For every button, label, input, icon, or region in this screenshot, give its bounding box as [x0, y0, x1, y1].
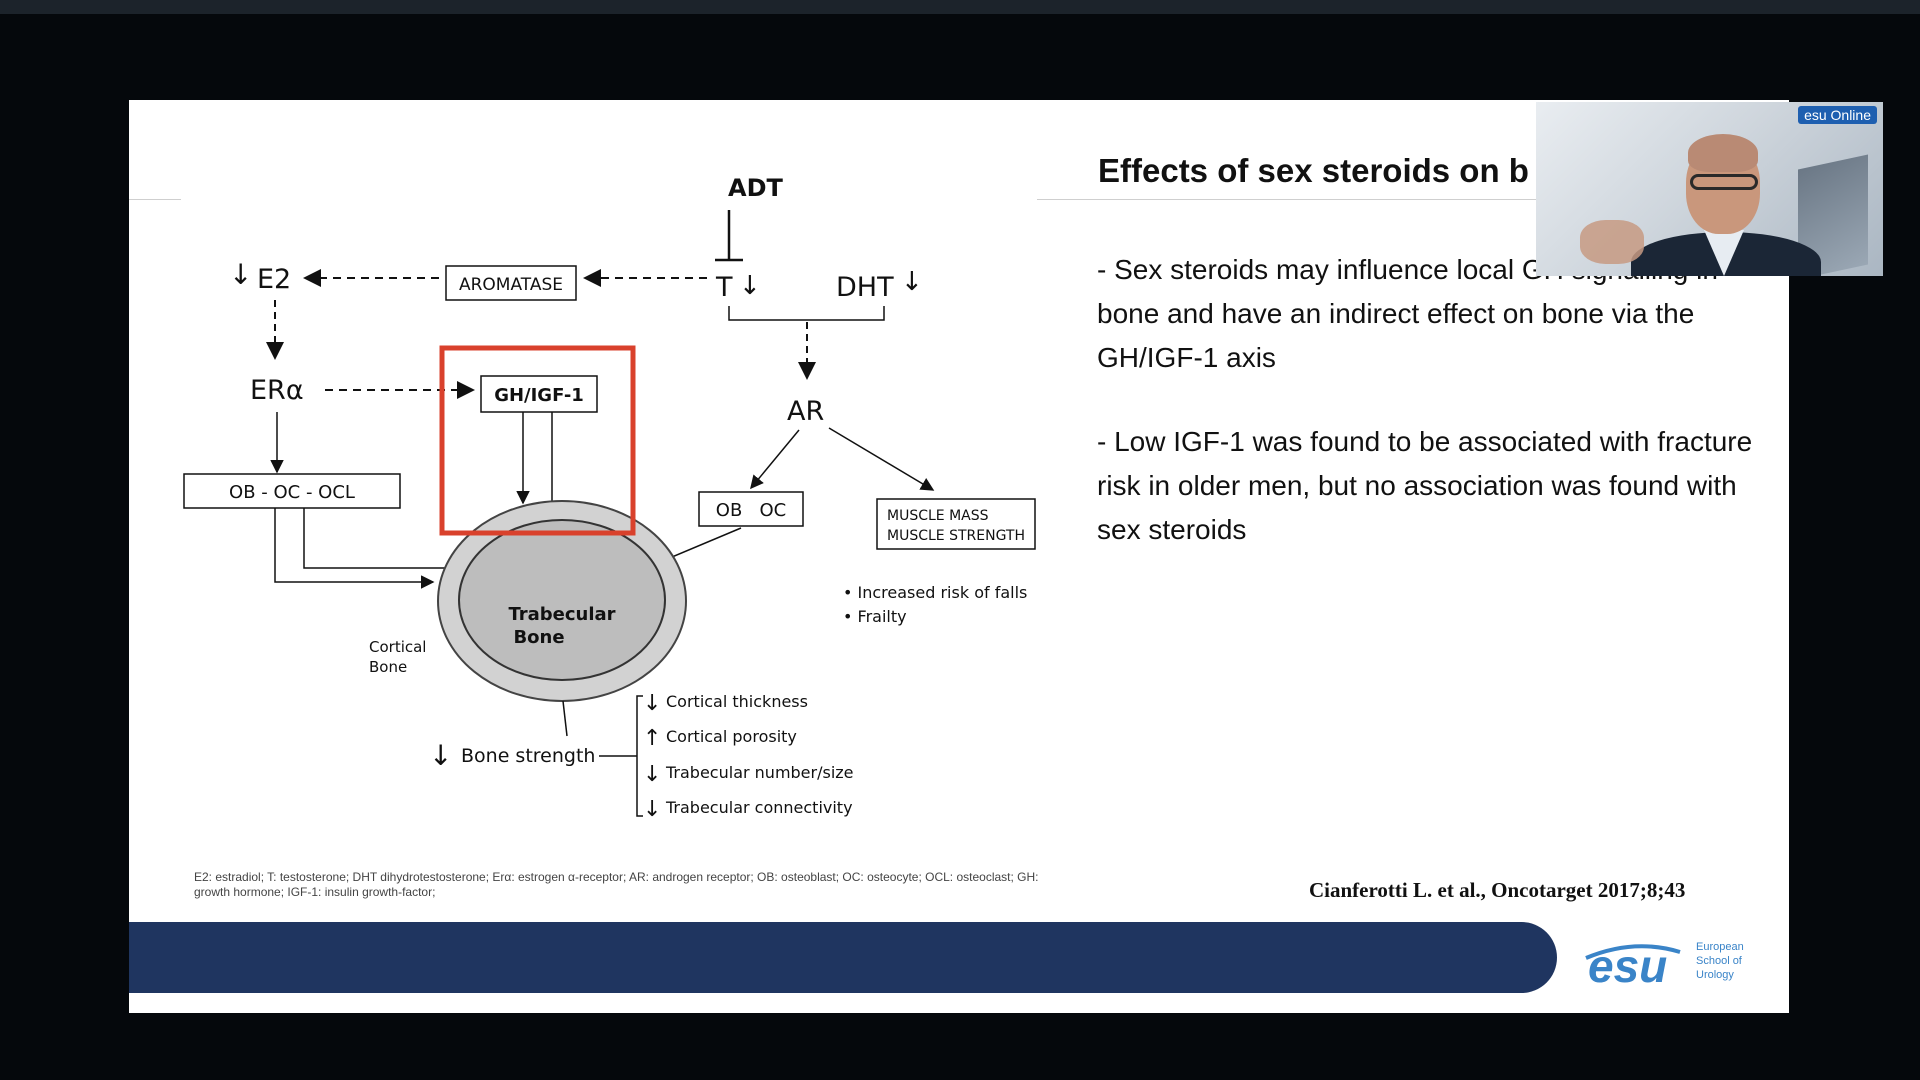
cortical-thickness-text: Cortical thickness	[666, 692, 808, 711]
trabecular-connectivity-arrow: ↓	[643, 797, 661, 822]
ar-to-ob-oc-arrow	[750, 429, 800, 490]
trabecular-connectivity-text: Trabecular connectivity	[665, 798, 853, 817]
trabecular-bone-ellipse	[458, 519, 666, 681]
steroid-bone-diagram: ADT ↓ E2 AROMATASE T ↓ DHT ↓ ERα GH/IGF-…	[183, 174, 1036, 822]
aromatase-box	[445, 265, 577, 301]
dht-down-arrow: ↓	[901, 267, 923, 297]
adt-label: ADT	[728, 174, 783, 202]
ar-label: AR	[787, 396, 824, 427]
esu-logo-text: esu	[1588, 940, 1667, 988]
ob-oc-box	[698, 491, 804, 527]
aromatase-label: AROMATASE	[459, 275, 563, 295]
ob-oc-ocl-label: OB - OC - OCL	[229, 482, 355, 503]
dht-label: DHT	[836, 272, 894, 303]
ob-oc-ocl-box	[183, 473, 401, 509]
cortical-porosity-text: Cortical porosity	[666, 727, 797, 746]
header-rule-right	[1037, 199, 1757, 200]
muscle-strength-label: MUSCLE STRENGTH	[887, 528, 1025, 544]
presentation-slide: ADT ↓ E2 AROMATASE T ↓ DHT ↓ ERα GH/IGF-…	[129, 100, 1789, 1013]
cortical-thickness-arrow: ↓	[643, 691, 661, 716]
esu-logo-swoosh	[1585, 944, 1681, 960]
esu-logo: esu European School of Urology	[1585, 940, 1744, 988]
esu-logo-sub: Urology	[1696, 969, 1734, 981]
cortical-porosity-arrow: ↑	[643, 726, 661, 751]
bullet-point: - Low IGF-1 was found to be associated w…	[1097, 426, 1753, 545]
gh-igf-box	[480, 375, 598, 413]
bone-strength-label: Bone strength	[461, 745, 595, 767]
gh-igf-highlight-box	[439, 345, 636, 536]
oc-to-bone-arrow	[303, 508, 511, 575]
bone-strength-down-arrow: ↓	[429, 739, 452, 772]
trabecular-label: Trabecular	[508, 604, 615, 625]
era-label: ERα	[250, 375, 304, 406]
esu-online-badge: esu Online	[1798, 106, 1877, 124]
trabecular-bone-label: Bone	[513, 627, 564, 648]
muscle-box	[876, 498, 1036, 550]
footer-bar	[129, 922, 1557, 993]
e2-label: E2	[257, 264, 291, 295]
header-rule-left	[129, 199, 181, 200]
ar-to-muscle-arrow	[828, 427, 935, 491]
speaker-hand	[1580, 220, 1644, 264]
muscle-mass-label: MUSCLE MASS	[887, 508, 989, 524]
bone-to-strength-line	[562, 700, 568, 737]
effects-bracket	[636, 695, 643, 817]
e2-down-arrow: ↓	[229, 258, 252, 291]
t-dht-bracket	[728, 306, 885, 321]
top-bar	[0, 0, 1920, 14]
speaker-glasses	[1690, 174, 1758, 190]
t-label: T	[715, 272, 733, 303]
cortical-label: Cortical	[369, 638, 426, 656]
abbreviations-footnote: E2: estradiol; T: testosterone; DHT dihy…	[194, 870, 1039, 899]
citation: Cianferotti L. et al., Oncotarget 2017;8…	[1309, 878, 1686, 902]
cortical-bone-label: Bone	[369, 658, 407, 676]
gh-igf-label: GH/IGF-1	[494, 385, 584, 406]
t-down-arrow: ↓	[739, 271, 761, 301]
ob-to-bone-arrow	[274, 508, 435, 589]
trabecular-number-arrow: ↓	[643, 762, 661, 787]
slide-title: Effects of sex steroids on b	[1098, 152, 1529, 189]
risk-falls-text: • Increased risk of falls	[843, 583, 1027, 602]
speaker-webcam: esu Online	[1536, 102, 1883, 276]
frailty-text: • Frailty	[843, 607, 907, 626]
speaker-head	[1688, 134, 1758, 172]
esu-logo-sub: School of	[1696, 955, 1743, 967]
ob-oc-label: OB OC	[716, 500, 786, 521]
esu-logo-sub: European	[1696, 941, 1744, 953]
trabecular-number-text: Trabecular number/size	[665, 763, 854, 782]
